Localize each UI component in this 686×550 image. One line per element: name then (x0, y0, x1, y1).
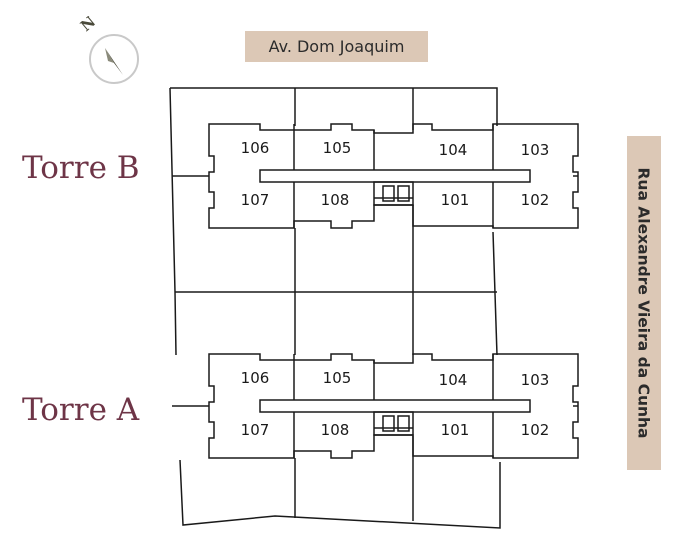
unit-label: 101 (441, 191, 470, 209)
street-top-label: Av. Dom Joaquim (268, 37, 405, 56)
tower-a-label: Torre A (22, 392, 140, 428)
tower-b-label: Torre B (22, 150, 140, 186)
unit-label: 107 (241, 191, 270, 209)
unit-label: 105 (323, 139, 352, 157)
unit-label: 108 (321, 421, 350, 439)
unit-label: 102 (521, 191, 550, 209)
unit-label: 104 (439, 371, 468, 389)
tower-b-footprint (172, 123, 579, 229)
unit-label: 101 (441, 421, 470, 439)
street-top: Av. Dom Joaquim (245, 31, 428, 62)
unit-label: 105 (323, 369, 352, 387)
unit-label: 103 (521, 371, 550, 389)
site-outline-top (170, 87, 498, 126)
unit-label: 104 (439, 141, 468, 159)
unit-label: 106 (241, 139, 270, 157)
tower-a-footprint (172, 353, 579, 459)
unit-label: 106 (241, 369, 270, 387)
site-outline-left (169, 87, 177, 356)
street-right: Rua Alexandre Vieira da Cunha (627, 136, 661, 470)
unit-label: 107 (241, 421, 270, 439)
unit-label: 108 (321, 191, 350, 209)
compass-icon: N (77, 16, 139, 84)
site-outline-bottom (179, 459, 501, 529)
unit-label: 103 (521, 141, 550, 159)
site-outline-right (492, 231, 498, 356)
unit-label: 102 (521, 421, 550, 439)
